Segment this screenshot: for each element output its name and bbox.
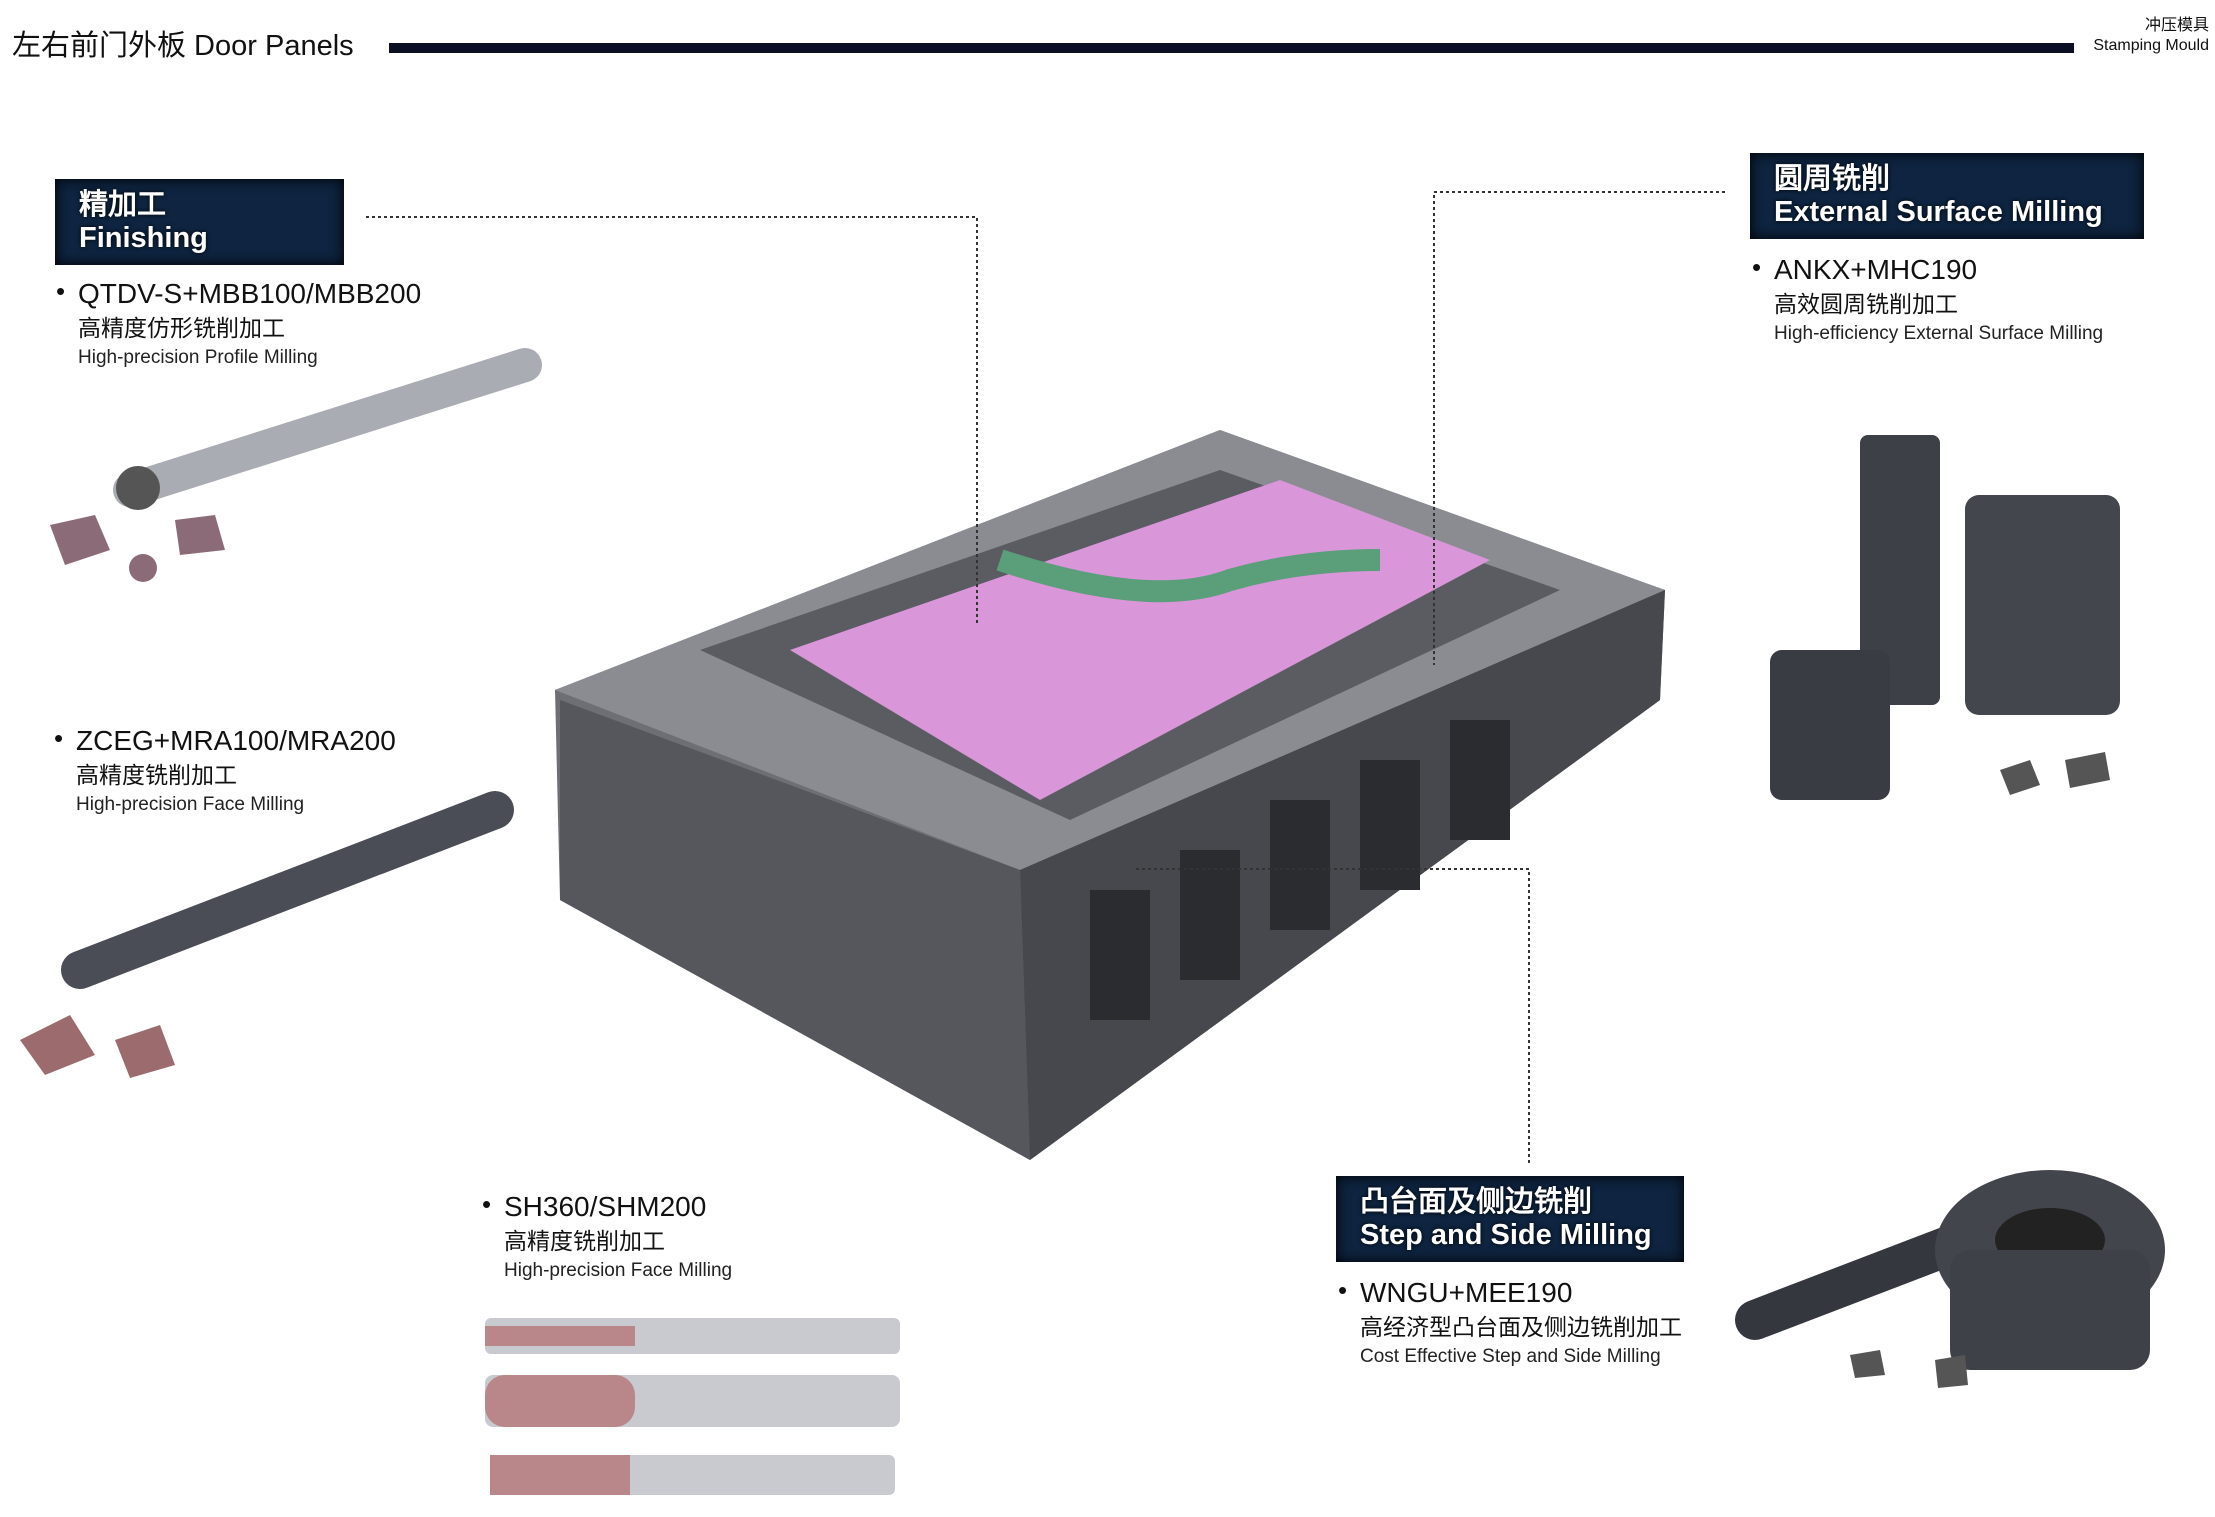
product-wngu: • WNGU+MEE190 高经济型凸台面及侧边铣削加工 Cost Effect… <box>1338 1275 1682 1371</box>
product-desc-en: High-efficiency External Surface Milling <box>1774 323 2104 344</box>
product-qtdv: • QTDV-S+MBB100/MBB200 高精度仿形铣削加工 High-pr… <box>56 276 422 372</box>
bullet: • <box>54 723 64 753</box>
label-cn: 凸台面及侧边铣削 <box>1360 1186 1593 1218</box>
label-cn: 圆周铣削 <box>1774 163 1891 195</box>
product-desc-cn: 高精度仿形铣削加工 <box>78 315 285 341</box>
tool-image-qtdv <box>50 348 542 582</box>
product-name: SH360/SHM200 <box>504 1191 707 1222</box>
product-name: ANKX+MHC190 <box>1774 254 1978 285</box>
product-desc-cn: 高精度铣削加工 <box>76 762 237 788</box>
bullet: • <box>56 276 66 306</box>
stamping-die-image <box>555 430 1665 1160</box>
tool-image-wngu <box>1735 1170 2165 1388</box>
section-label-step-side-milling: 凸台面及侧边铣削 Step and Side Milling <box>1336 1176 1684 1262</box>
label-cn: 精加工 <box>79 189 167 221</box>
product-name: ZCEG+MRA100/MRA200 <box>76 725 396 756</box>
tool-image-ankx <box>1770 435 2120 800</box>
label-en: External Surface Milling <box>1774 196 2103 228</box>
section-label-finishing: 精加工 Finishing <box>55 179 344 265</box>
label-en: Finishing <box>79 222 208 254</box>
label-en: Step and Side Milling <box>1360 1219 1652 1251</box>
tool-image-sh360 <box>485 1318 900 1495</box>
section-label-external-surface-milling: 圆周铣削 External Surface Milling <box>1750 153 2144 239</box>
product-desc-en: Cost Effective Step and Side Milling <box>1360 1346 1661 1367</box>
category-en: Stamping Mould <box>2093 37 2209 54</box>
product-name: WNGU+MEE190 <box>1360 1277 1573 1308</box>
product-desc-en: High-precision Face Milling <box>504 1260 733 1281</box>
product-desc-cn: 高效圆周铣削加工 <box>1774 291 1958 317</box>
tool-image-zceg <box>20 791 514 1078</box>
page-title: 左右前门外板 Door Panels <box>12 30 354 62</box>
product-ankx: • ANKX+MHC190 高效圆周铣削加工 High-efficiency E… <box>1752 252 2104 348</box>
product-name: QTDV-S+MBB100/MBB200 <box>78 278 422 309</box>
product-desc-en: High-precision Profile Milling <box>78 347 318 368</box>
product-zceg: • ZCEG+MRA100/MRA200 高精度铣削加工 High-precis… <box>54 723 396 819</box>
product-desc-en: High-precision Face Milling <box>76 794 305 815</box>
bullet: • <box>1752 252 1762 282</box>
bullet: • <box>1338 1275 1348 1305</box>
bullet: • <box>482 1189 492 1219</box>
product-desc-cn: 高精度铣削加工 <box>504 1228 665 1254</box>
product-desc-cn: 高经济型凸台面及侧边铣削加工 <box>1360 1314 1682 1340</box>
category-cn: 冲压模具 <box>2144 17 2209 34</box>
leader-lines <box>366 191 1725 1164</box>
header-divider <box>389 43 2074 53</box>
category-label: 冲压模具 Stamping Mould <box>2093 16 2209 56</box>
product-sh360: • SH360/SHM200 高精度铣削加工 High-precision Fa… <box>482 1189 733 1285</box>
